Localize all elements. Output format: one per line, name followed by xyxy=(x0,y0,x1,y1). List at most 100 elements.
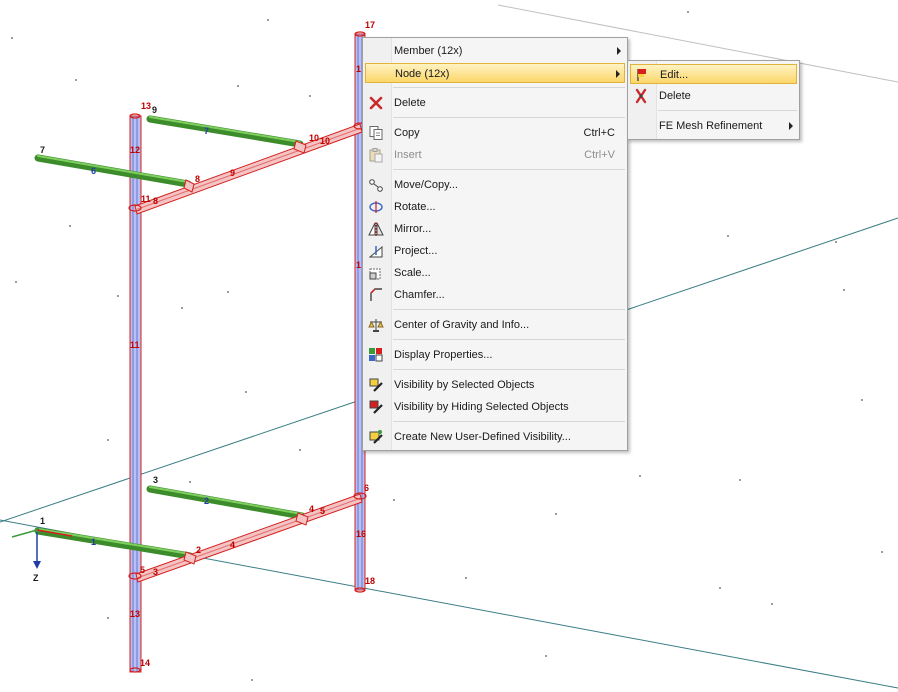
node-icon xyxy=(369,66,385,82)
node-label: 8 xyxy=(195,174,200,184)
menu-item-label: Delete xyxy=(659,90,691,102)
scale-icon xyxy=(368,265,384,281)
menu-item-insert[interactable]: Insert Ctrl+V xyxy=(365,145,625,165)
node-label: 5 xyxy=(140,565,145,575)
member-label: 2 xyxy=(204,496,209,506)
submenu-item-fe-mesh-refinement[interactable]: FE Mesh Refinement xyxy=(630,116,797,136)
chamfer-icon xyxy=(368,287,384,303)
copy-icon xyxy=(368,125,384,141)
node-label: 4 xyxy=(309,504,314,514)
mirror-icon xyxy=(368,221,384,237)
menu-item-label: Delete xyxy=(394,97,426,109)
user-visibility-icon xyxy=(368,429,384,445)
menu-item-label: Chamfer... xyxy=(394,289,445,301)
z-axis-label: Z xyxy=(33,573,39,583)
highlighted-members[interactable] xyxy=(134,123,363,583)
menu-separator xyxy=(393,117,625,118)
submenu-item-edit[interactable]: Edit... xyxy=(630,64,797,84)
coordinate-axes-icon: Z xyxy=(11,527,73,583)
display-properties-icon xyxy=(368,347,384,363)
menu-item-label: Scale... xyxy=(394,267,431,279)
menu-item-project[interactable]: Project... xyxy=(365,241,625,261)
menu-item-center-of-gravity[interactable]: Center of Gravity and Info... xyxy=(365,315,625,335)
member-label: 11 xyxy=(130,340,140,350)
menu-item-label: Visibility by Hiding Selected Objects xyxy=(394,401,569,413)
member-label: 1 xyxy=(356,64,361,74)
rotate-icon xyxy=(368,199,384,215)
menu-item-member[interactable]: Member (12x) xyxy=(365,41,625,61)
menu-item-label: Copy xyxy=(394,127,420,139)
menu-item-label: Node (12x) xyxy=(395,68,450,80)
delete-x-icon xyxy=(368,95,384,111)
visibility-hiding-icon xyxy=(368,399,384,415)
menu-item-label: Rotate... xyxy=(394,201,436,213)
menu-item-label: Insert xyxy=(394,149,422,161)
menu-item-visibility-hiding[interactable]: Visibility by Hiding Selected Objects xyxy=(365,397,625,417)
node-label: 1 xyxy=(40,516,45,526)
node-label: 3 xyxy=(153,475,158,485)
node-label: 6 xyxy=(364,483,369,493)
menu-separator xyxy=(658,110,797,111)
submenu-arrow-icon xyxy=(789,122,793,130)
node-label: 7 xyxy=(40,145,45,155)
grid-points xyxy=(11,11,883,681)
menu-item-label: Member (12x) xyxy=(394,45,463,57)
menu-item-label: Project... xyxy=(394,245,438,257)
beam-members[interactable] xyxy=(34,115,306,560)
member-label: 9 xyxy=(230,168,235,178)
menu-item-node[interactable]: Node (12x) xyxy=(365,63,625,83)
menu-separator xyxy=(393,169,625,170)
node-label: 10 xyxy=(320,136,330,146)
menu-item-shortcut: Ctrl+C xyxy=(583,127,615,139)
member-label: 16 xyxy=(356,529,366,539)
menu-item-shortcut: Ctrl+V xyxy=(584,149,615,161)
menu-separator xyxy=(393,309,625,310)
menu-separator xyxy=(393,421,625,422)
edit-node-icon xyxy=(634,67,650,83)
menu-item-label: Center of Gravity and Info... xyxy=(394,319,530,331)
member-label: 1 xyxy=(91,537,96,547)
node-markers[interactable] xyxy=(128,31,367,673)
submenu-arrow-icon xyxy=(617,47,621,55)
menu-item-mirror[interactable]: Mirror... xyxy=(365,219,625,239)
menu-item-label: Create New User-Defined Visibility... xyxy=(394,431,571,443)
grid-guide-line-gray xyxy=(497,4,898,83)
menu-item-label: Display Properties... xyxy=(394,349,493,361)
menu-item-label: Visibility by Selected Objects xyxy=(394,379,535,391)
node-label: 10 xyxy=(309,133,319,143)
node-label: 11 xyxy=(141,194,151,204)
node-label: 17 xyxy=(365,20,375,30)
menu-item-label: Move/Copy... xyxy=(394,179,458,191)
menu-item-label: FE Mesh Refinement xyxy=(659,120,763,132)
menu-item-scale[interactable]: Scale... xyxy=(365,263,625,283)
visibility-selected-icon xyxy=(368,377,384,393)
menu-separator xyxy=(393,339,625,340)
menu-item-move-copy[interactable]: Move/Copy... xyxy=(365,175,625,195)
member-icon xyxy=(368,43,384,59)
menu-item-delete[interactable]: Delete xyxy=(365,93,625,113)
node-number-labels: 17 13 9 7 10 10 12 8 9 11 8 11 3 6 4 5 1… xyxy=(40,20,375,668)
menu-separator xyxy=(393,369,625,370)
node-label: 2 xyxy=(196,545,201,555)
column-members[interactable] xyxy=(129,33,366,673)
member-label: 13 xyxy=(130,609,140,619)
submenu-item-delete[interactable]: Delete xyxy=(630,86,797,106)
menu-item-label: Mirror... xyxy=(394,223,432,235)
menu-separator xyxy=(393,87,625,88)
member-label: 6 xyxy=(91,166,96,176)
menu-item-visibility-selected[interactable]: Visibility by Selected Objects xyxy=(365,375,625,395)
menu-item-display-properties[interactable]: Display Properties... xyxy=(365,345,625,365)
menu-item-create-user-visibility[interactable]: Create New User-Defined Visibility... xyxy=(365,427,625,447)
member-label: 4 xyxy=(230,540,235,550)
menu-item-chamfer[interactable]: Chamfer... xyxy=(365,285,625,305)
member-label: 7 xyxy=(204,126,209,136)
menu-item-label: Edit... xyxy=(660,69,689,81)
node-label: 8 xyxy=(153,196,158,206)
node-submenu: Edit... Delete FE Mesh Refinement xyxy=(627,60,800,140)
node-label: 12 xyxy=(130,145,140,155)
menu-item-rotate[interactable]: Rotate... xyxy=(365,197,625,217)
node-label: 3 xyxy=(153,567,158,577)
node-label: 9 xyxy=(152,105,157,115)
menu-item-copy[interactable]: Copy Ctrl+C xyxy=(365,123,625,143)
